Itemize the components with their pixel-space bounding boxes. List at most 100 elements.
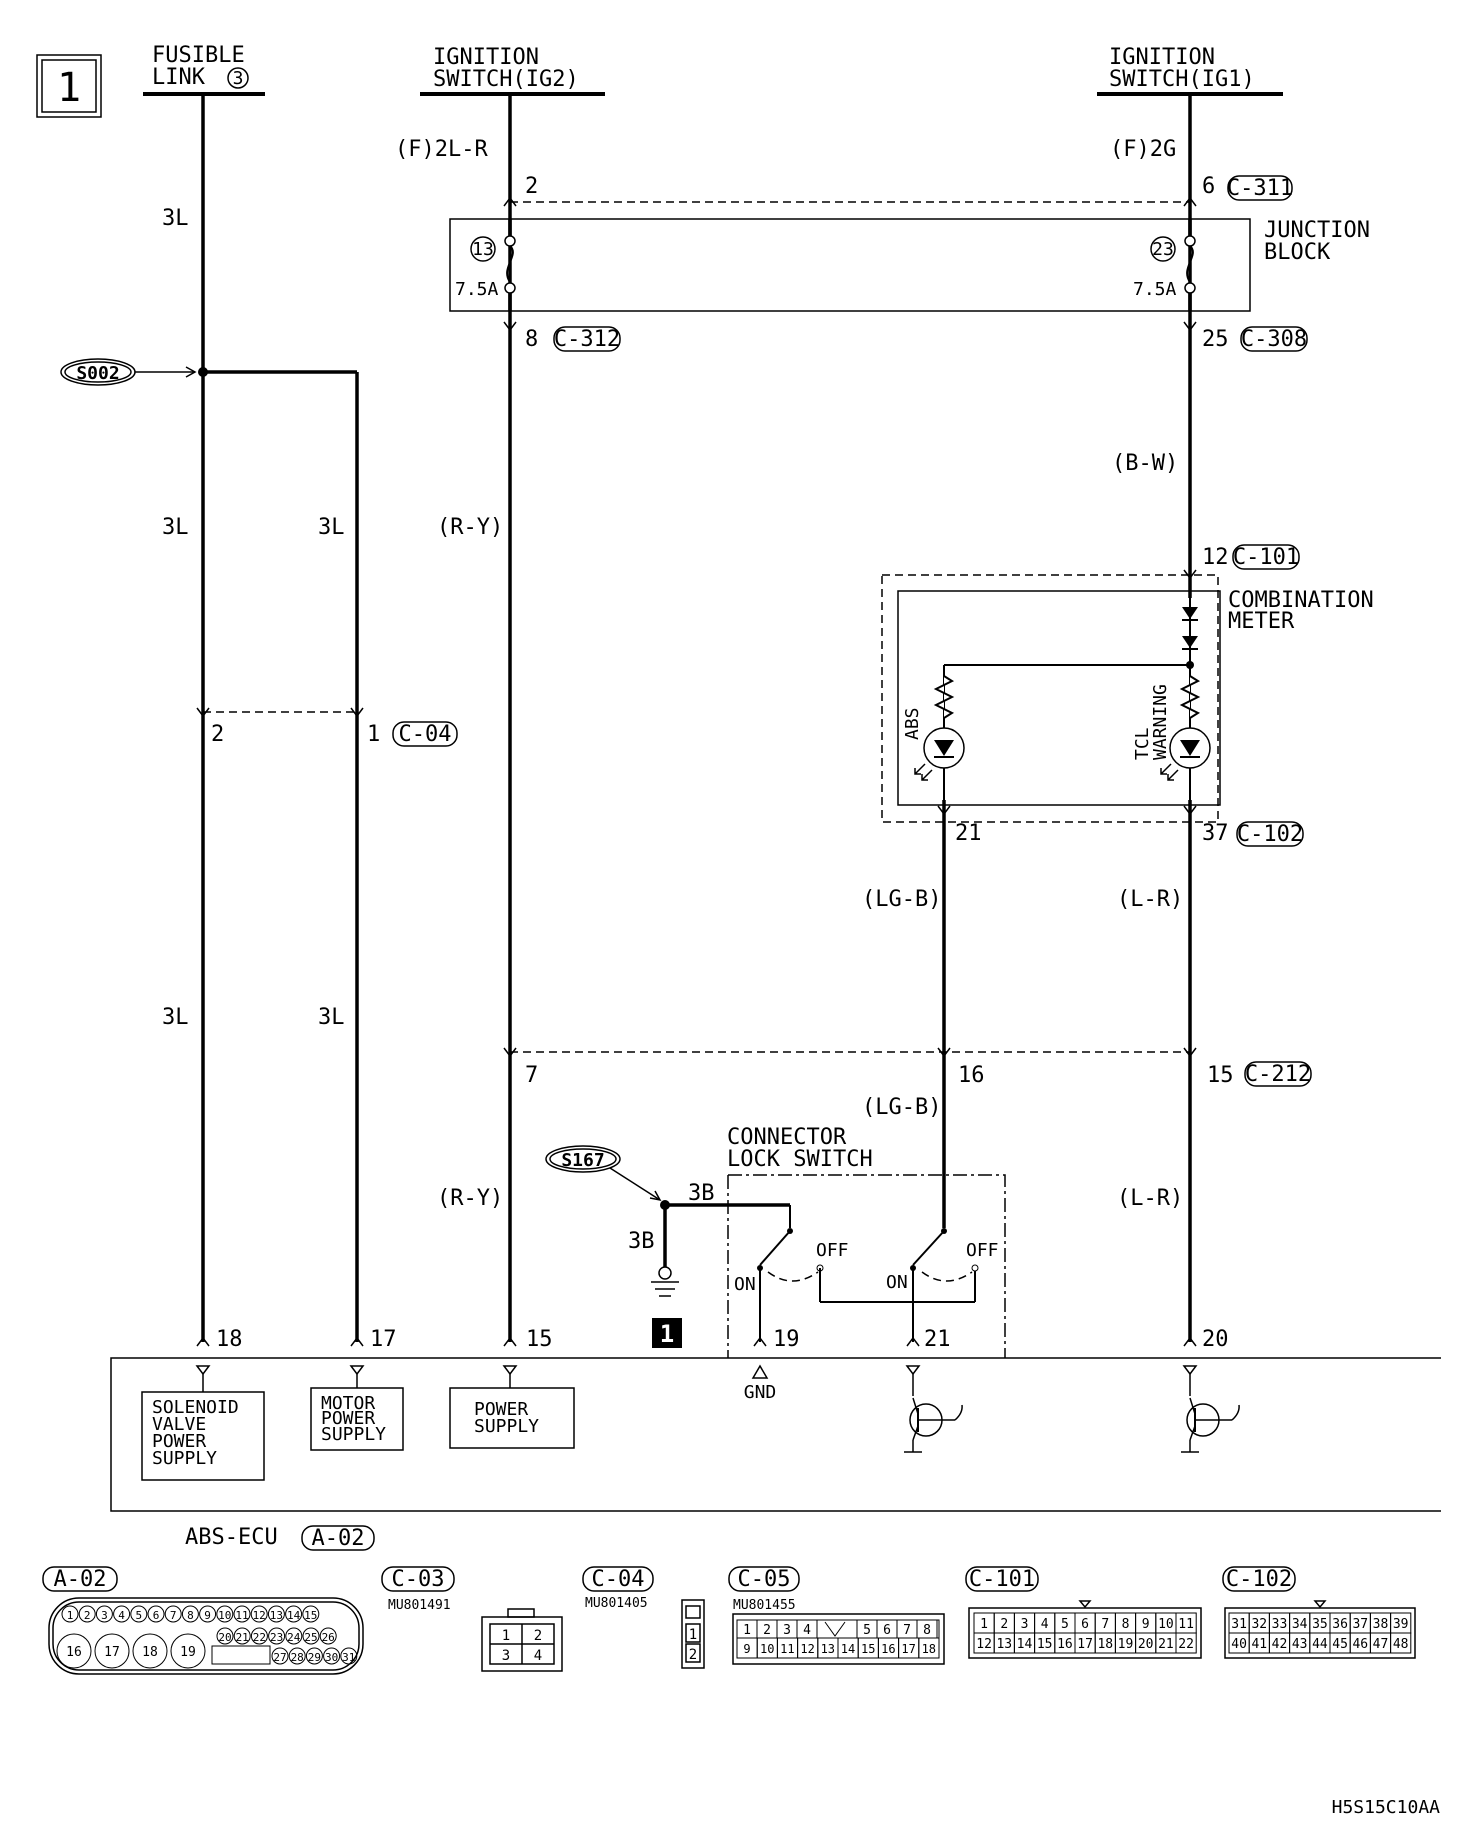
c102-pin-label-47: 47 [1373, 1637, 1389, 1652]
c05-pin-label-16: 16 [881, 1642, 895, 1656]
a02-pin-16 [56, 1633, 92, 1669]
a02-pin-label-1: 1 [67, 1609, 74, 1622]
a02-pin-5 [130, 1605, 148, 1623]
a02-pin-label-3: 3 [101, 1609, 108, 1622]
fuse-23: 23 7.5A [1133, 219, 1196, 311]
c101-pin-label-3: 3 [1021, 1617, 1029, 1632]
c102-pin-label-44: 44 [1312, 1637, 1328, 1652]
fusible-link-number: 3 [233, 68, 244, 89]
c101-pin-label-4: 4 [1041, 1617, 1049, 1632]
connector-c04: C-04 [399, 722, 452, 747]
solenoid-line-4: SUPPLY [152, 1448, 217, 1469]
wire-label-3l-a: 3L [162, 206, 189, 231]
lock-switch-label-1: CONNECTOR [727, 1125, 847, 1150]
conn-c04-id: C-04 [592, 1567, 645, 1592]
switch-left-on: ON [734, 1274, 756, 1295]
fuse-right-amp: 7.5A [1133, 279, 1177, 300]
c05-pin-18 [918, 1637, 940, 1659]
a02-pin-label-16: 16 [66, 1645, 82, 1660]
c05-pin-label-12: 12 [800, 1642, 814, 1656]
conn-c05-id: C-05 [738, 1567, 791, 1592]
splice-s002: S002 [60, 358, 208, 386]
c05-pin-label-13: 13 [821, 1642, 835, 1656]
a02-pin-21 [233, 1627, 251, 1645]
a02-pin-label-23: 23 [270, 1631, 283, 1644]
solenoid-line-3: POWER [152, 1431, 206, 1452]
wire-label-3b-a: 3B [688, 1181, 715, 1206]
motor-line-2: POWER [321, 1408, 375, 1429]
wires [201, 94, 1192, 1342]
c05-pin-label-6: 6 [883, 1623, 891, 1638]
a02-pin-1 [61, 1605, 79, 1623]
combination-meter-label-2: METER [1228, 609, 1295, 634]
c05-pin-label-2: 2 [763, 1623, 771, 1638]
c05-pin-label-10: 10 [760, 1642, 774, 1656]
a02-pin-7 [164, 1605, 182, 1623]
pin-2-ig2: 2 [525, 174, 538, 199]
lamp-tcl-label-1: TCL [1132, 727, 1153, 760]
connector-view-c04: C-04 MU801405 1 2 [582, 1566, 705, 1669]
a02-pin-31 [340, 1647, 358, 1665]
c101-pin-label-16: 16 [1057, 1637, 1073, 1652]
ground-ref: 1 [660, 1320, 674, 1348]
a02-pin-6 [147, 1605, 165, 1623]
a02-pin-label-21: 21 [236, 1631, 249, 1644]
fuse-left-number: 13 [472, 239, 494, 260]
wire-label-bw: (B-W) [1112, 451, 1178, 476]
a02-pin-17 [94, 1633, 130, 1669]
a02-pin-label-20: 20 [218, 1631, 231, 1644]
c102-pin-label-41: 41 [1251, 1637, 1267, 1652]
c102-pin-label-42: 42 [1272, 1637, 1288, 1652]
c101-pin-label-19: 19 [1118, 1637, 1134, 1652]
a02-pin-30 [323, 1647, 341, 1665]
a02-pin-label-12: 12 [253, 1609, 266, 1622]
conn-c04-part: MU801405 [585, 1596, 648, 1611]
combination-meter-label-1: COMBINATION [1228, 588, 1374, 613]
c05-pin-label-14: 14 [841, 1642, 855, 1656]
c101-pin-label-10: 10 [1158, 1617, 1174, 1632]
c04-pin-1: 1 [689, 1627, 697, 1643]
c101-pin-22 [1175, 1632, 1197, 1654]
c101-pin-label-6: 6 [1081, 1617, 1089, 1632]
connector-badges: C-311 C-312 C-308 C-101 C-04 C-102 C-212 [392, 175, 1312, 1087]
wire-label-3l-c: 3L [318, 515, 345, 540]
tcl-warning-lamp: TCL WARNING [1132, 684, 1211, 781]
a02-pin-label-26: 26 [322, 1631, 335, 1644]
c04-pin-2: 2 [689, 1647, 697, 1663]
wire-label-3b-b: 3B [628, 1229, 655, 1254]
c102-pin-label-36: 36 [1332, 1617, 1348, 1632]
c102-pin-label-33: 33 [1272, 1617, 1288, 1632]
switch-left-off: OFF [816, 1240, 849, 1261]
a02-pin-15 [302, 1605, 320, 1623]
a02-pin-label-18: 18 [142, 1645, 158, 1660]
wire-label-ry-a: (R-Y) [437, 515, 503, 540]
pin-6: 6 [1202, 174, 1215, 199]
pin-21-meter: 21 [955, 821, 982, 846]
c101-pin-label-1: 1 [980, 1617, 988, 1632]
pin-15-c212: 15 [1207, 1063, 1234, 1088]
pin-17: 17 [370, 1327, 397, 1352]
a02-pin-10 [216, 1605, 234, 1623]
c101-pin-label-2: 2 [1000, 1617, 1008, 1632]
ig1-label-2: SWITCH(IG1) [1109, 67, 1255, 92]
pin-1-c04: 1 [367, 722, 380, 747]
c05-pin-label-8: 8 [923, 1623, 931, 1638]
pin-8: 8 [525, 327, 538, 352]
c05-pin-label-4: 4 [803, 1623, 811, 1638]
a02-pin-label-30: 30 [325, 1651, 338, 1664]
a02-pin-24 [285, 1627, 303, 1645]
ig2-label-1: IGNITION [433, 45, 539, 70]
c101-pin-label-18: 18 [1097, 1637, 1113, 1652]
c05-pin-label-18: 18 [922, 1642, 936, 1656]
pin-2-c04: 2 [211, 722, 224, 747]
a02-pin-label-24: 24 [287, 1631, 301, 1644]
c102-pin-label-35: 35 [1312, 1617, 1328, 1632]
wire-label-f-2g: (F)2G [1110, 137, 1176, 162]
a02-pin-label-15: 15 [304, 1609, 317, 1622]
ig2-label-2: SWITCH(IG2) [433, 67, 579, 92]
c03-pin-2: 2 [534, 1628, 542, 1644]
c102-pin-label-31: 31 [1231, 1617, 1247, 1632]
fuse-right-number: 23 [1152, 239, 1174, 260]
junction-block: JUNCTION BLOCK 13 7.5A 23 7.5A [449, 218, 1370, 312]
